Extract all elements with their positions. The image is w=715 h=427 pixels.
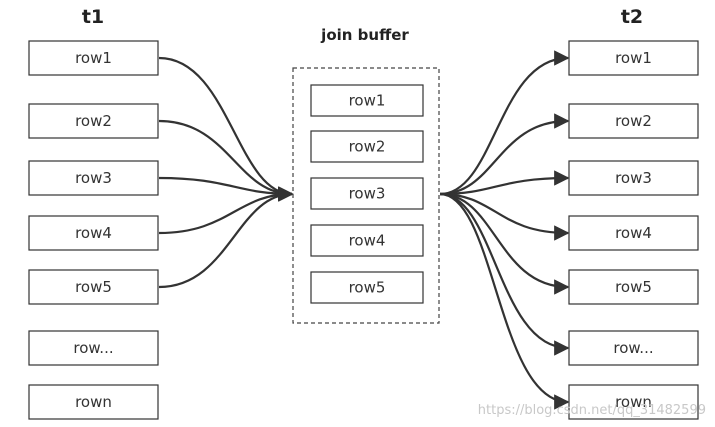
t1-row-label: row2 (75, 112, 112, 130)
t2-table: row1 row2 row3 row4 row5 row... rown (568, 40, 699, 420)
t1-row-label: row... (73, 339, 113, 357)
t1-row-6: row... (28, 330, 159, 366)
watermark-text: https://blog.csdn.net/qq_31482599 (478, 403, 706, 418)
arrow-t1-row-5-to-buffer (158, 186, 294, 289)
arrow-buffer-to-t2-row-5 (439, 192, 570, 295)
buffer-row-3: row3 (310, 177, 424, 210)
t1-row-box (28, 215, 159, 251)
arrow-buffer-to-t2-row-2 (439, 113, 570, 196)
t2-row-box (568, 269, 699, 305)
t1-row-box (28, 269, 159, 305)
t2-row-7: rown (568, 384, 699, 420)
t1-table: row1 row2 row3 row4 row5 row... rown (28, 40, 159, 420)
buffer-row-box (310, 84, 424, 117)
buffer-row-4: row4 (310, 224, 424, 257)
arrow-buffer-to-t2-row-3 (439, 170, 570, 196)
t2-row-5: row5 (568, 269, 699, 305)
arrow-t1-row-4-to-buffer (158, 186, 294, 235)
buffer-row-label: row2 (349, 138, 386, 156)
t1-row-box (28, 330, 159, 366)
buffer-row-2: row2 (310, 130, 424, 163)
arrow-group (158, 50, 570, 410)
arrow-buffer-to-t2-row-6 (439, 192, 570, 356)
t2-row-4: row4 (568, 215, 699, 251)
t1-row-2: row2 (28, 103, 159, 139)
t1-row-7: rown (28, 384, 159, 420)
t2-title: t2 (621, 6, 643, 28)
t1-row-box (28, 103, 159, 139)
arrow-t1-row-2-to-buffer (158, 119, 294, 202)
t2-row-label: row1 (615, 49, 652, 67)
t1-title: t1 (82, 6, 104, 28)
buffer-row-label: row4 (349, 232, 386, 250)
t2-row-label: row3 (615, 169, 652, 187)
t1-row-1: row1 (28, 40, 159, 76)
buffer-row-box (310, 271, 424, 304)
t2-row-3: row3 (568, 160, 699, 196)
t1-row-label: row3 (75, 169, 112, 187)
t2-row-box (568, 215, 699, 251)
t1-row-label: row1 (75, 49, 112, 67)
buffer-row-label: row3 (349, 185, 386, 203)
arrow-buffer-to-t2-row-1 (439, 50, 570, 196)
t2-row-label: row4 (615, 224, 652, 242)
t1-row-3: row3 (28, 160, 159, 196)
buffer-row-label: row5 (349, 279, 386, 297)
buffer-row-1: row1 (310, 84, 424, 117)
t2-row-label: row... (613, 339, 653, 357)
t1-row-label: rown (75, 393, 112, 411)
t1-row-label: row4 (75, 224, 112, 242)
buffer-row-label: row1 (349, 92, 386, 110)
t2-row-label: row2 (615, 112, 652, 130)
t2-row-1: row1 (568, 40, 699, 76)
t2-row-2: row2 (568, 103, 699, 139)
join-buffer-title: join buffer (320, 26, 409, 44)
t2-row-box (568, 384, 699, 420)
buffer-row-box (310, 224, 424, 257)
arrow-buffer-to-t2-row-7 (439, 192, 570, 410)
arrow-t1-row-1-to-buffer (158, 56, 294, 202)
t1-row-box (28, 160, 159, 196)
buffer-row-5: row5 (310, 271, 424, 304)
t1-row-5: row5 (28, 269, 159, 305)
t2-row-label: rown (615, 393, 652, 411)
t2-row-box (568, 330, 699, 366)
arrow-t1-row-3-to-buffer (158, 176, 294, 202)
t1-row-box (28, 384, 159, 420)
t1-row-label: row5 (75, 278, 112, 296)
t2-row-box (568, 103, 699, 139)
t2-row-box (568, 40, 699, 76)
t1-row-box (28, 40, 159, 76)
t2-row-box (568, 160, 699, 196)
t1-row-4: row4 (28, 215, 159, 251)
t2-row-6: row... (568, 330, 699, 366)
buffer-row-box (310, 177, 424, 210)
arrow-buffer-to-t2-row-4 (439, 192, 570, 241)
join-buffer-table: row1 row2 row3 row4 row5 (310, 84, 424, 304)
t2-row-label: row5 (615, 278, 652, 296)
buffer-row-box (310, 130, 424, 163)
